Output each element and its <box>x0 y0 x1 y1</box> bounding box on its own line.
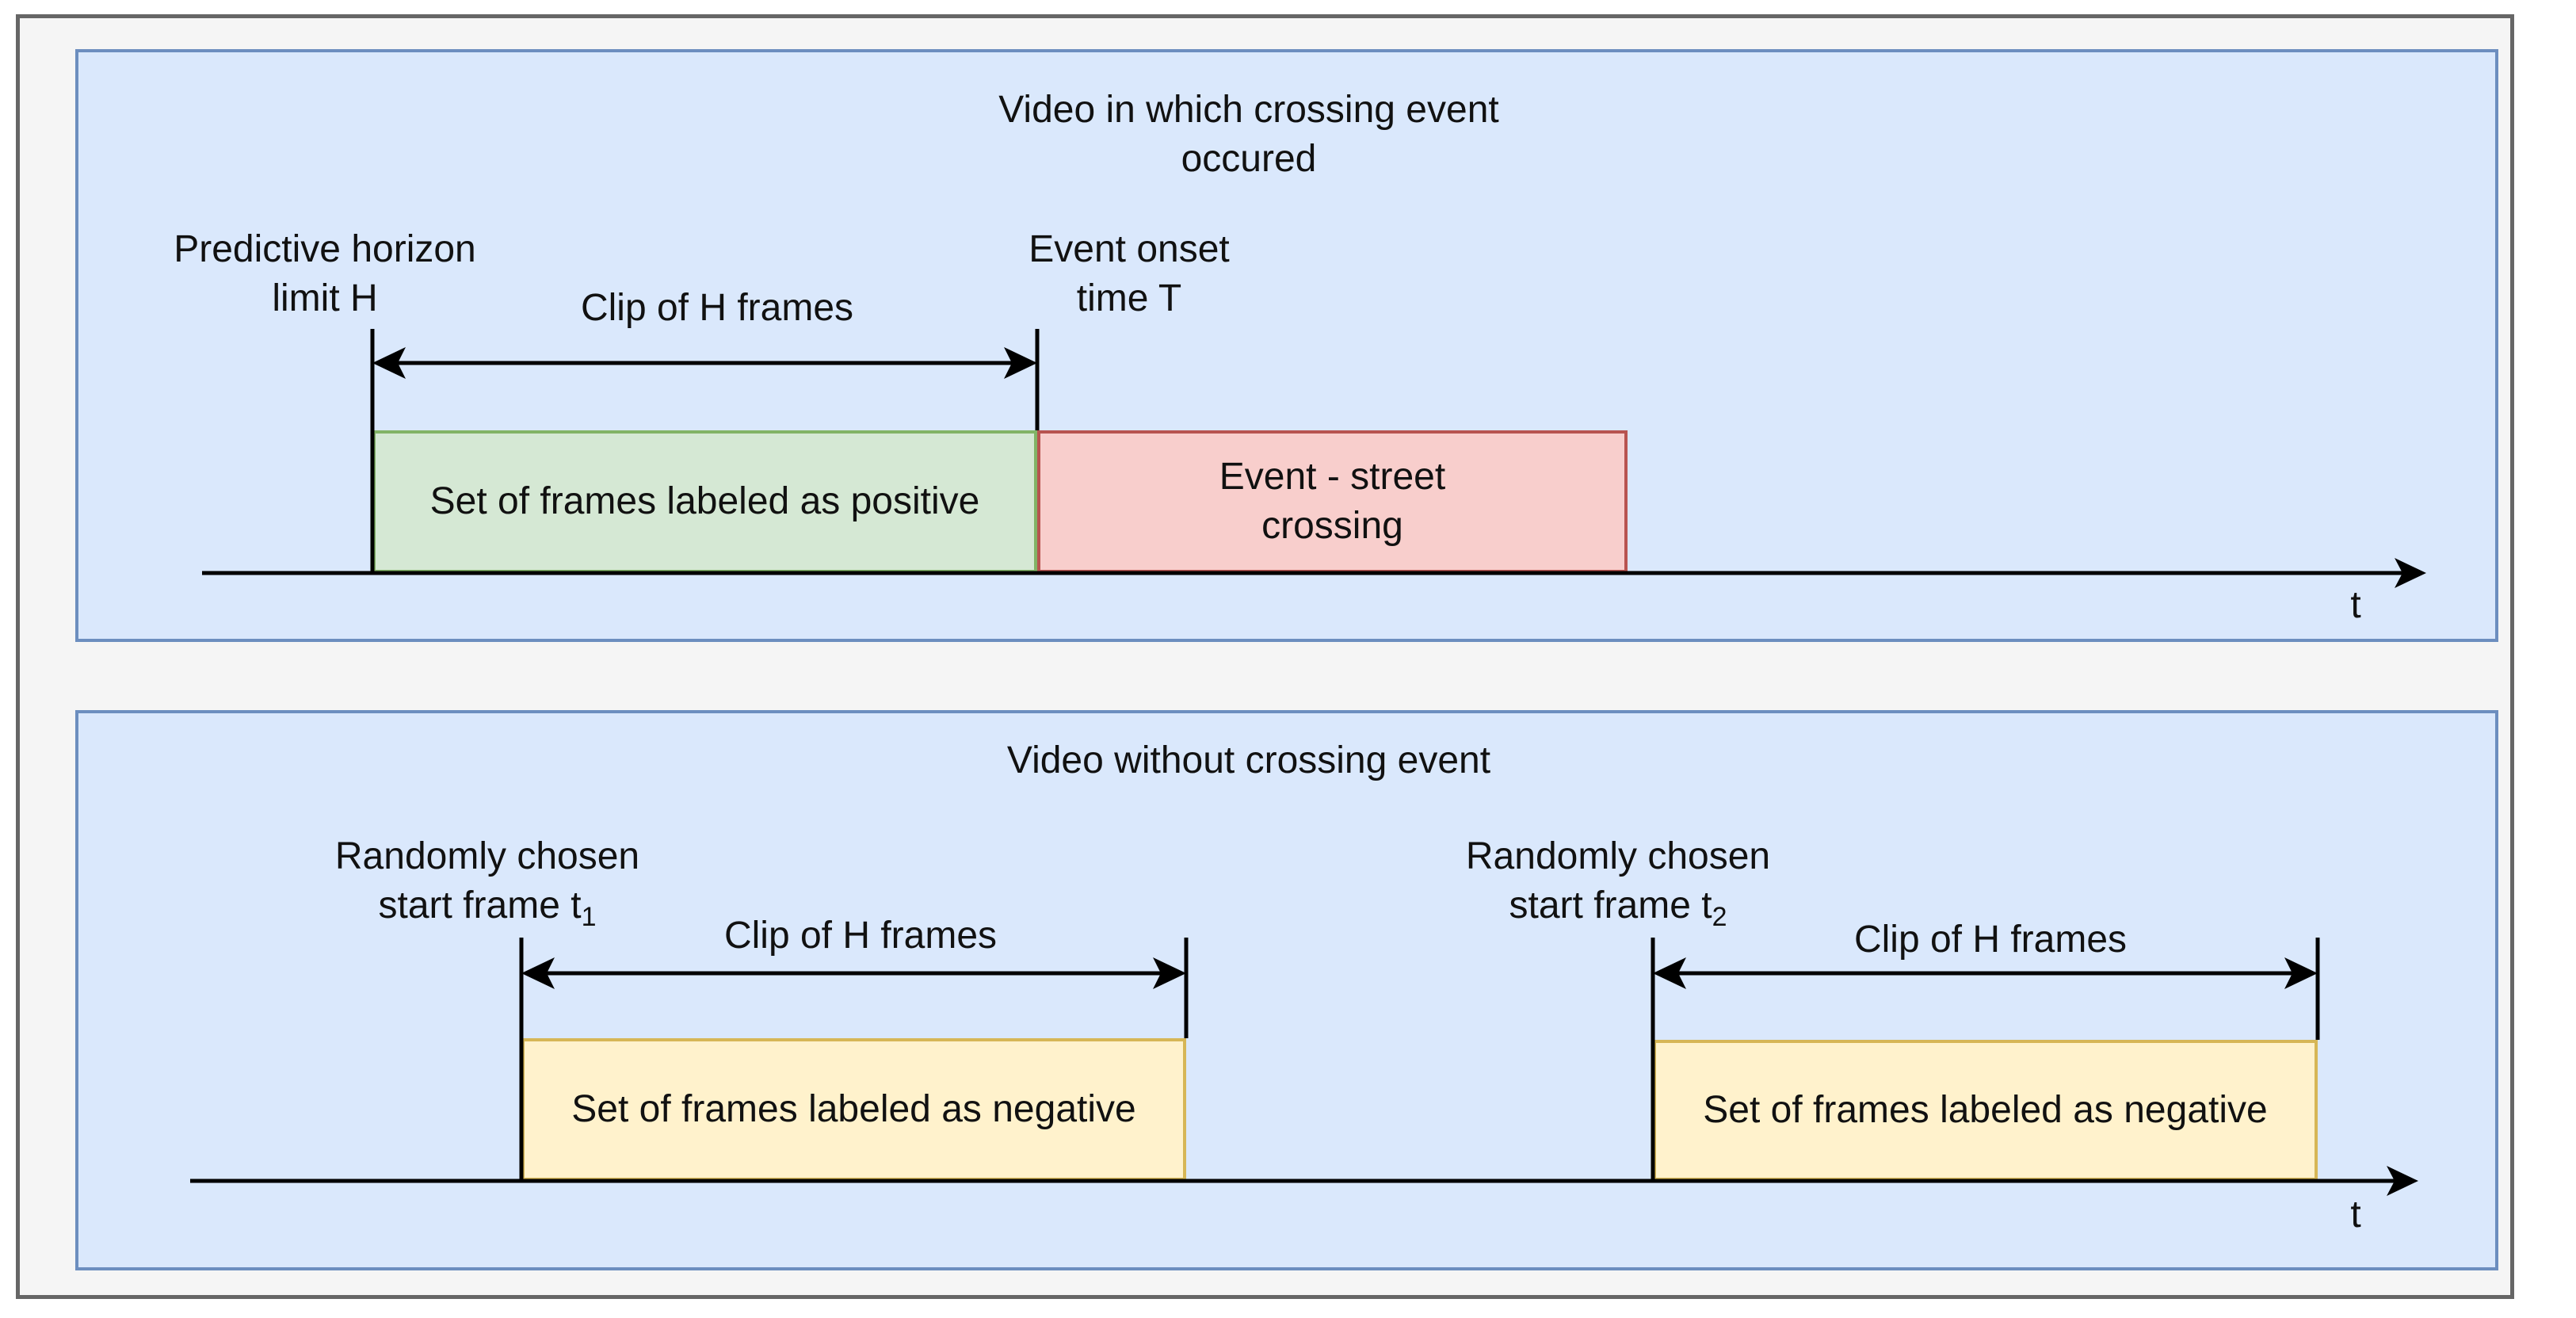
top-clip-arrow-right <box>1004 347 1037 379</box>
start-frame-1-subscript: 1 <box>581 902 597 932</box>
top-panel-title: Video in which crossing event occured <box>998 89 1499 180</box>
top-timeline-arrowhead <box>2395 558 2426 588</box>
bottom-clip2-arrow-left <box>1653 957 1686 989</box>
negative-frames-box-2: Set of frames labeled as negative <box>1653 1040 2318 1181</box>
bottom-clip-label-2: Clip of H frames <box>1853 919 2128 961</box>
onset-label: Event onset time T <box>1028 228 1230 319</box>
bottom-clip-label-1: Clip of H frames <box>723 915 998 957</box>
top-clip-label: Clip of H frames <box>580 287 854 329</box>
bottom-timeline-arrowhead <box>2387 1166 2418 1196</box>
bottom-clip1-arrow-left <box>521 957 555 989</box>
bottom-panel-title: Video without crossing event <box>1006 739 1491 781</box>
start-frame-1-label: Randomly chosen start frame t1 <box>334 835 640 932</box>
start-frame-2-label: Randomly chosen start frame t2 <box>1465 835 1771 932</box>
bottom-clip2-arrow-right <box>2284 957 2318 989</box>
positive-frames-box: Set of frames labeled as positive <box>372 430 1037 573</box>
horizon-label: Predictive horizon limit H <box>174 228 476 319</box>
top-axis-label: t <box>2350 584 2361 626</box>
bottom-axis-label: t <box>2350 1194 2361 1236</box>
start-frame-2-subscript: 2 <box>1712 902 1727 932</box>
top-clip-arrow-left <box>372 347 406 379</box>
bottom-clip1-arrow-right <box>1153 957 1186 989</box>
